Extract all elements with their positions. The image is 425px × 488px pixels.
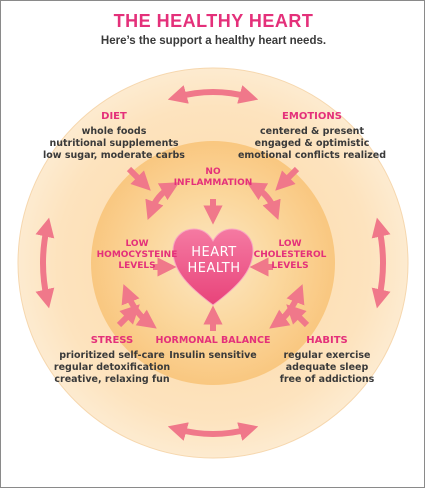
- arrow-outer-bottom: [167, 422, 259, 441]
- inner-left-line: LEVELS: [118, 261, 156, 271]
- heart-shape: [172, 228, 254, 306]
- arrow-diet-in: [126, 166, 151, 191]
- diet-heading: DIET: [101, 111, 127, 122]
- emotions-line: centered & present: [260, 126, 364, 137]
- outer-arrows: [35, 85, 391, 441]
- diet-block: DIET whole foods nutritional supplements…: [39, 111, 189, 162]
- arrow-inner-tr: [246, 182, 281, 220]
- arrow-outer-right: [371, 217, 391, 309]
- habits-line: adequate sleep: [285, 362, 369, 373]
- inner-right-line: CHOLESTEROL: [253, 250, 327, 260]
- inner-right-line: LOW: [278, 239, 302, 249]
- arrow-emotions-in: [275, 166, 300, 191]
- arrow-inner-tl: [145, 182, 180, 220]
- insulin-sensitive-text: Insulin sensitive: [169, 350, 257, 361]
- stress-line: creative, relaxing fun: [54, 374, 170, 385]
- heart-label-line1: HEART: [191, 245, 237, 260]
- inner-left-line: LOW: [125, 239, 149, 249]
- heart-health-label: HEART HEALTH: [173, 245, 255, 277]
- stress-heading: STRESS: [90, 335, 134, 346]
- stress-line: prioritized self-care: [59, 350, 165, 361]
- stress-line: regular detoxification: [53, 362, 171, 373]
- inner-top-line: INFLAMMATION: [173, 178, 253, 188]
- center-arrows: [153, 199, 273, 331]
- no-inflammation-label: NO INFLAMMATION: [168, 167, 258, 189]
- emotions-line: engaged & optimistic: [254, 138, 370, 149]
- low-homocysteine-label: LOW HOMOCYSTEINE LEVELS: [93, 239, 181, 272]
- stress-block: STRESS prioritized self-care regular det…: [37, 335, 187, 386]
- emotions-heading: EMOTIONS: [282, 111, 342, 122]
- low-cholesterol-label: LOW CHOLESTEROL LEVELS: [247, 239, 333, 272]
- habits-line: free of addictions: [279, 374, 375, 385]
- habits-block: HABITS regular exercise adequate sleep f…: [257, 335, 397, 386]
- inner-left-line: HOMOCYSTEINE: [96, 250, 178, 260]
- arrow-inner-bl: [121, 284, 157, 329]
- hormonal-balance-heading: HORMONAL BALANCE: [155, 335, 271, 346]
- page-subtitle: Here’s the support a healthy heart needs…: [100, 35, 327, 47]
- arrow-inner-br: [269, 284, 305, 329]
- diet-line: low sugar, moderate carbs: [43, 150, 185, 161]
- inner-top-line: NO: [205, 167, 221, 177]
- hormonal-balance-label: HORMONAL BALANCE Insulin sensitive: [148, 335, 278, 361]
- diet-line: whole foods: [81, 126, 147, 137]
- page-title: THE HEALTHY HEART: [113, 11, 314, 31]
- habits-heading: HABITS: [306, 335, 348, 346]
- heart-label-line2: HEALTH: [187, 261, 241, 276]
- habits-line: regular exercise: [283, 350, 371, 361]
- arrow-outer-left: [35, 217, 55, 309]
- emotions-block: EMOTIONS centered & present engaged & op…: [237, 111, 387, 162]
- diet-line: nutritional supplements: [49, 138, 179, 149]
- arrow-outer-top: [167, 85, 259, 104]
- inner-right-line: LEVELS: [271, 261, 309, 271]
- inner-arrows: [121, 182, 305, 329]
- emotions-line: emotional conflicts realized: [237, 150, 387, 161]
